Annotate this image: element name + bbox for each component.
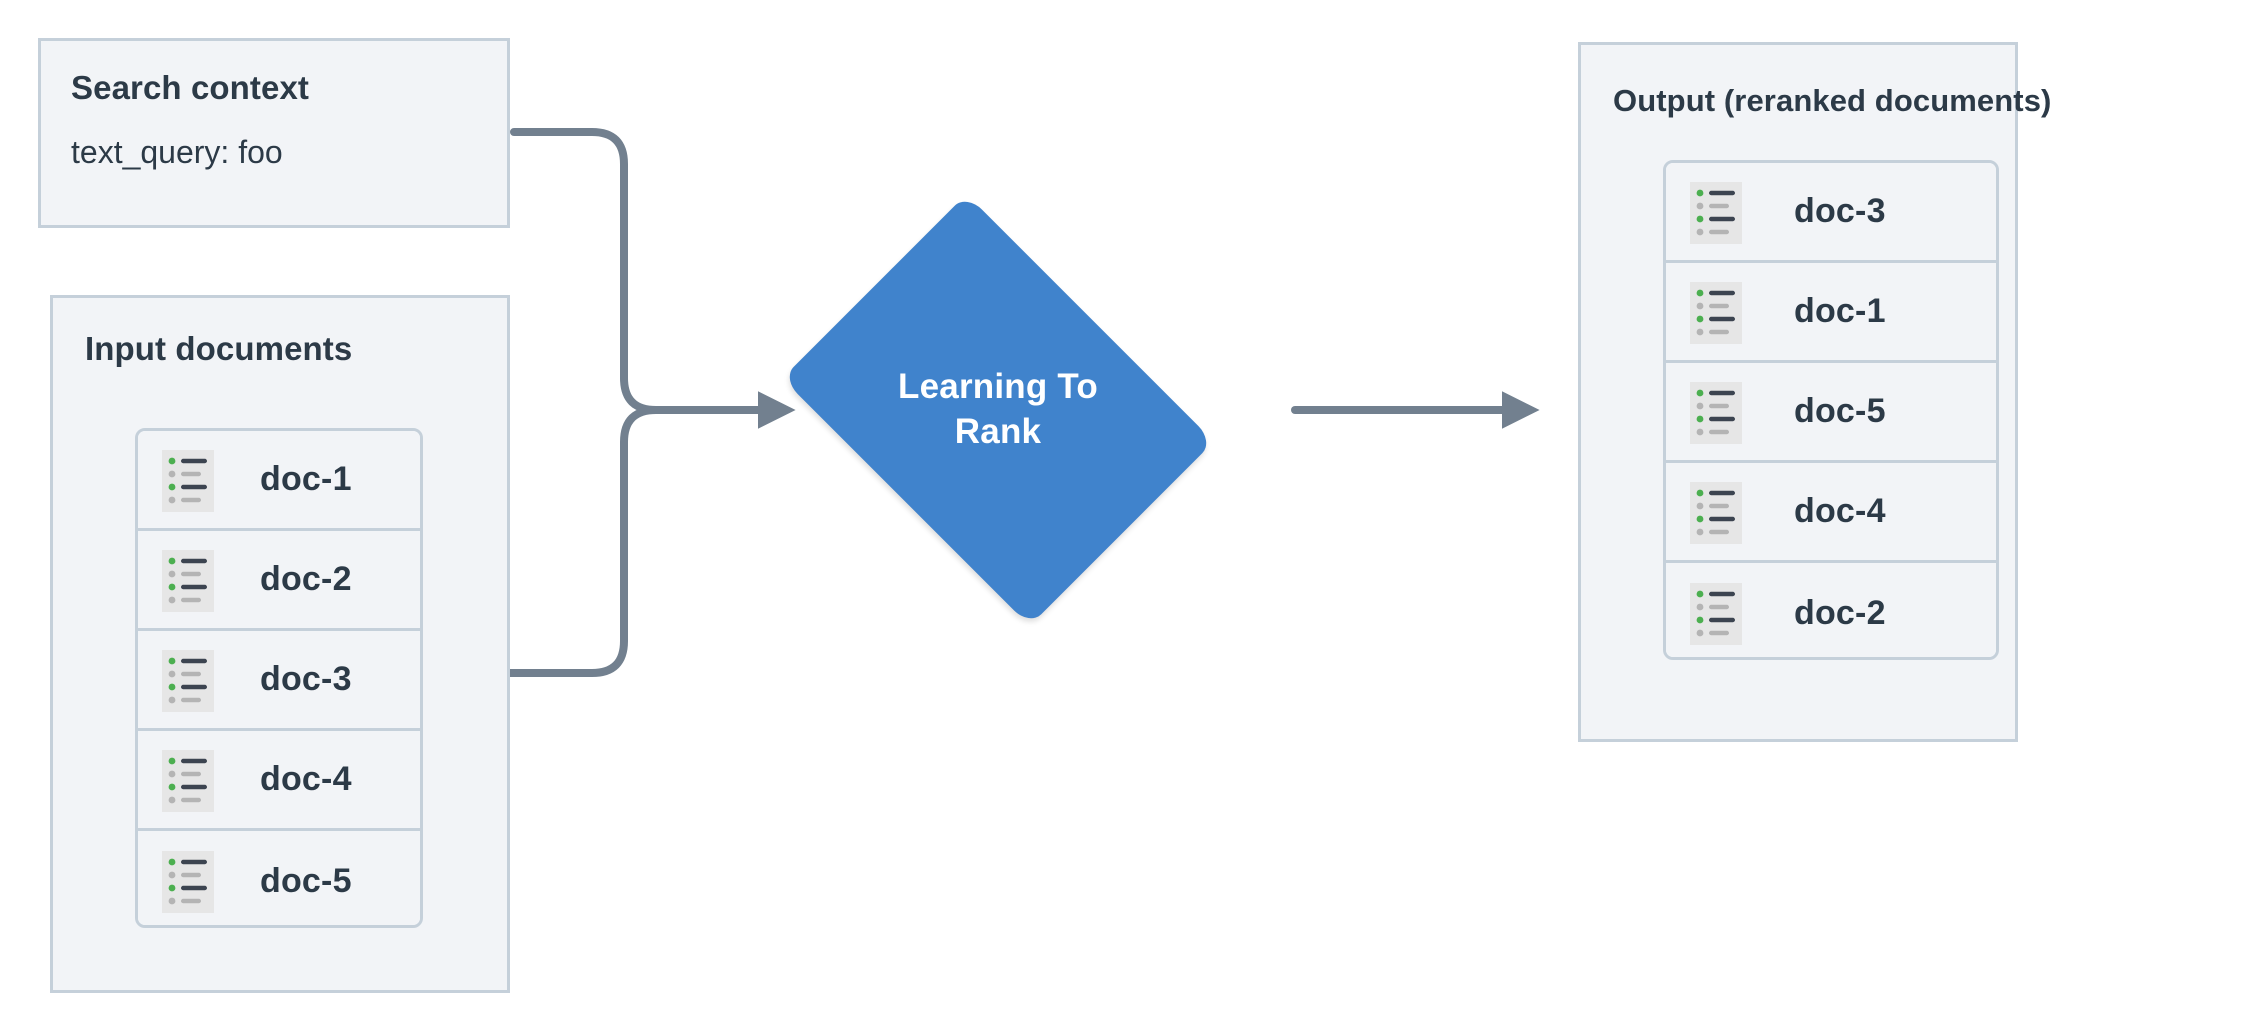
search-context-panel: Search context text_query: foo <box>38 38 510 228</box>
document-row[interactable]: doc-2 <box>138 531 420 631</box>
document-list-icon <box>162 449 214 512</box>
output-documents-title: Output (reranked documents) <box>1613 83 2052 118</box>
document-row[interactable]: doc-4 <box>1666 463 1996 563</box>
input-documents-title: Input documents <box>85 330 353 367</box>
document-label: doc-2 <box>1794 593 1886 632</box>
document-list-icon <box>162 851 214 913</box>
edge-input-documents-to-ltr <box>496 406 660 677</box>
document-row[interactable]: doc-1 <box>138 431 420 531</box>
document-label: doc-1 <box>1794 292 1886 330</box>
document-list-icon <box>162 749 214 812</box>
document-row[interactable]: doc-1 <box>1666 263 1996 363</box>
document-label: doc-5 <box>260 861 352 900</box>
document-row[interactable]: doc-3 <box>1666 163 1996 263</box>
document-list-icon <box>1690 481 1742 544</box>
document-label: doc-3 <box>1794 192 1886 230</box>
document-label: doc-4 <box>1794 492 1886 530</box>
document-list-icon <box>1690 583 1742 645</box>
document-list-icon <box>1690 281 1742 344</box>
document-list-icon <box>1690 381 1742 444</box>
output-document-list: doc-3 doc-1 doc-5 doc-4 doc-2 <box>1663 160 1999 660</box>
document-label: doc-1 <box>260 460 352 498</box>
document-row[interactable]: doc-5 <box>138 831 420 925</box>
learning-to-rank-node[interactable]: Learning To Rank <box>782 194 1214 626</box>
document-label: doc-5 <box>1794 392 1886 430</box>
document-label: doc-2 <box>260 560 352 598</box>
search-context-query: text_query: foo <box>71 134 283 170</box>
document-label: doc-4 <box>260 760 352 798</box>
document-list-icon <box>162 649 214 712</box>
document-row[interactable]: doc-2 <box>1666 563 1996 657</box>
document-row[interactable]: doc-3 <box>138 631 420 731</box>
edge-search-context-to-ltr <box>510 128 660 414</box>
document-label: doc-3 <box>260 660 352 698</box>
learning-to-rank-label: Learning To Rank <box>898 367 1098 451</box>
document-list-icon <box>1690 181 1742 244</box>
document-row[interactable]: doc-4 <box>138 731 420 831</box>
input-document-list: doc-1 doc-2 doc-3 doc-4 doc-5 <box>135 428 423 928</box>
document-list-icon <box>162 549 214 612</box>
search-context-title: Search context <box>71 69 309 106</box>
document-row[interactable]: doc-5 <box>1666 363 1996 463</box>
